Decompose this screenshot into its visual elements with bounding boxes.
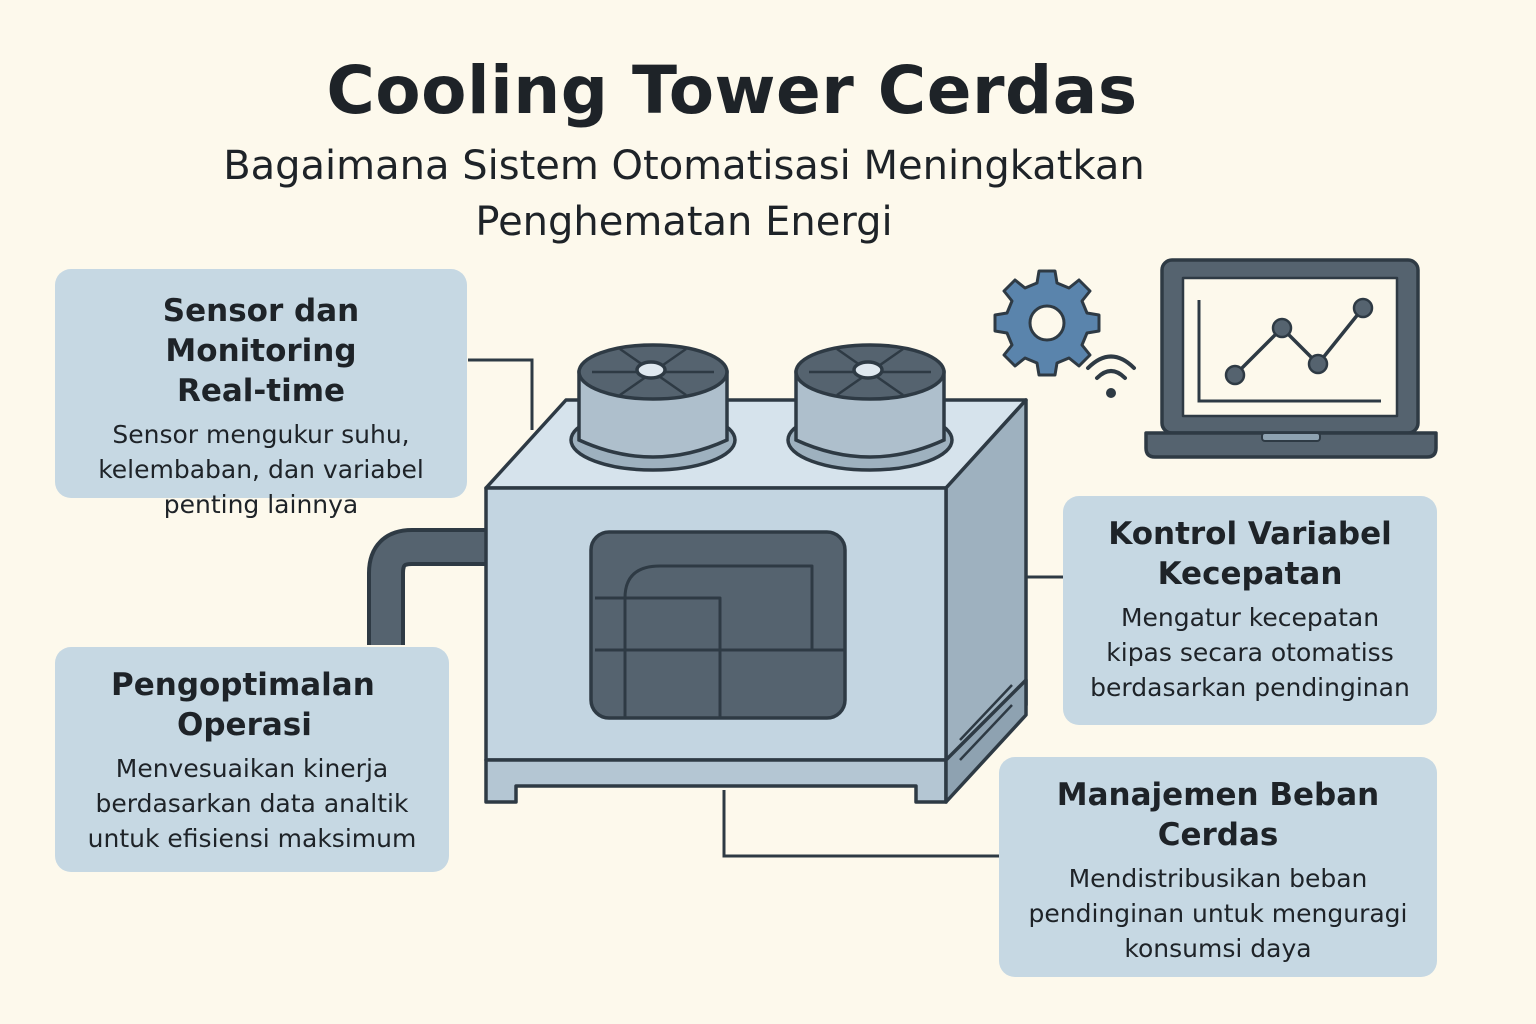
card-text-line: Mengatur kecepatan (1120, 603, 1380, 632)
card-text-line: Mendistribusikan beban (1068, 864, 1368, 893)
card-description: Menvesuaikan kinerja berdasarkan data an… (69, 751, 435, 856)
card-variable-speed-control: Kontrol Variabel Kecepatan Mengatur kece… (1063, 496, 1437, 725)
card-operation-optimization: Pengoptimalan Operasi Menvesuaikan kiner… (55, 647, 449, 872)
card-description: Sensor mengukur suhu, kelembaban, dan va… (73, 417, 449, 522)
page-title: Cooling Tower Cerdas (326, 52, 1138, 129)
card-text-line: kipas secara otomatiss (1106, 638, 1394, 667)
cooling-tower-unit (484, 398, 1028, 804)
connector-sensor (468, 358, 534, 430)
card-title-line: Real-time (176, 373, 346, 409)
card-title-line: Sensor dan Monitoring (162, 293, 360, 369)
card-title: Pengoptimalan Operasi (69, 665, 435, 745)
card-title-line: Cerdas (1157, 817, 1279, 853)
card-text-line: Menvesuaikan kinerja (115, 754, 389, 783)
chart-point (1352, 297, 1374, 319)
chart-point (1271, 317, 1293, 339)
card-text-line: konsumsi daya (1124, 934, 1312, 963)
card-description: Mendistribusikan beban pendinginan untuk… (1011, 861, 1425, 966)
fan-icon (569, 343, 737, 472)
gear-icon (993, 269, 1101, 377)
card-title-line: Pengoptimalan (111, 667, 375, 703)
card-title-line: Kecepatan (1157, 556, 1343, 592)
card-text-line: untuk efisiensi maksimum (87, 824, 417, 853)
card-description: Mengatur kecepatan kipas secara otomatis… (1075, 600, 1425, 705)
line-chart-icon (1197, 297, 1381, 403)
card-title: Kontrol Variabel Kecepatan (1075, 514, 1425, 594)
card-smart-load-management: Manajemen Beban Cerdas Mendistribusikan … (999, 757, 1437, 977)
subtitle-line-2: Penghematan Energi (475, 199, 893, 245)
card-title: Sensor dan Monitoring Real-time (73, 291, 449, 411)
card-title: Manajemen Beban Cerdas (1011, 775, 1425, 855)
subtitle-line-1: Bagaimana Sistem Otomatisasi Meningkatka… (223, 143, 1145, 189)
card-text-line: Sensor mengukur suhu, (112, 420, 410, 449)
front-panel (589, 530, 847, 720)
card-text-line: berdasarkan data analtik (95, 789, 409, 818)
card-title-line: Manajemen Beban (1056, 777, 1380, 813)
connector-lines (468, 358, 1063, 858)
card-sensor-monitoring: Sensor dan Monitoring Real-time Sensor m… (55, 269, 467, 519)
laptop-icon (1144, 258, 1438, 459)
chart-point (1307, 353, 1329, 375)
unit-base (484, 758, 948, 804)
wifi-icon (1086, 354, 1136, 398)
card-text-line: berdasarkan pendinginan (1090, 673, 1410, 702)
page-subtitle: Bagaimana Sistem Otomatisasi Meningkatka… (140, 138, 1228, 250)
card-text-line: kelembaban, dan variabel (98, 455, 424, 484)
card-text-line: pendinginan untuk menguragi (1028, 899, 1408, 928)
fan-icon (786, 343, 954, 472)
card-title-line: Kontrol Variabel (1108, 516, 1392, 552)
connector-load (722, 790, 999, 858)
chart-point (1224, 364, 1246, 386)
card-title-line: Operasi (177, 707, 312, 743)
card-text-line: penting lainnya (163, 490, 359, 519)
